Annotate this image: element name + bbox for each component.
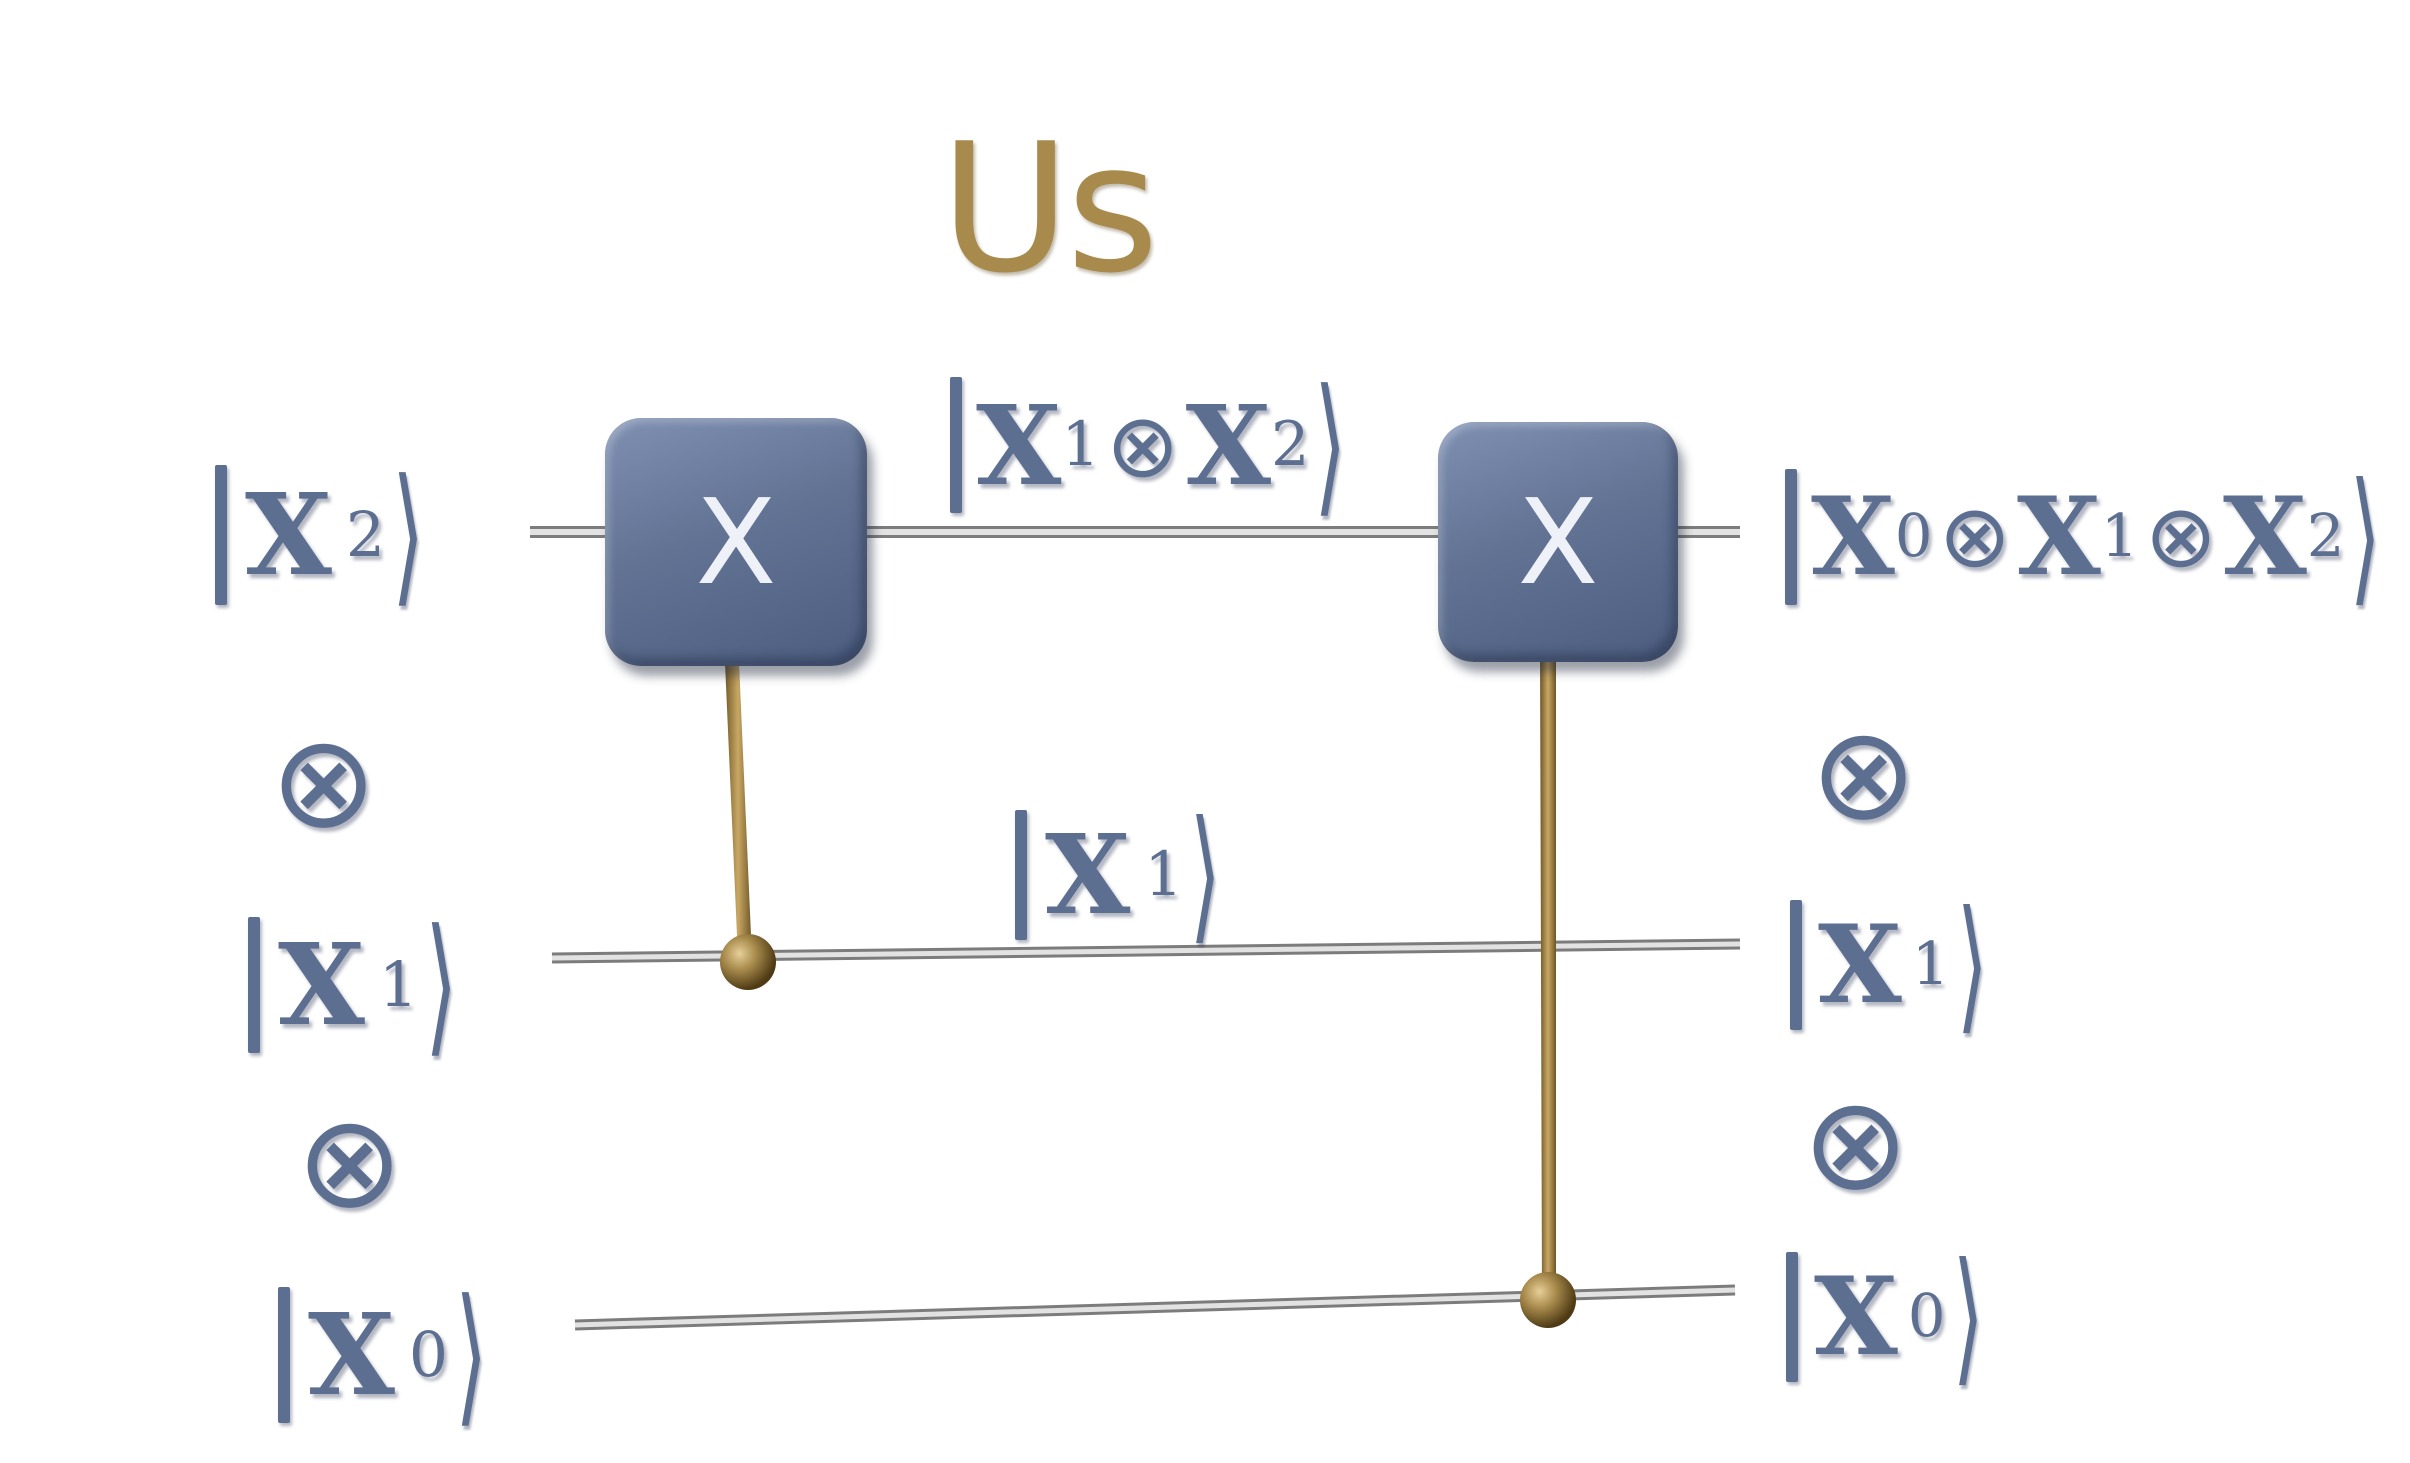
input-ket-x0: X 0 ⟩: [278, 1268, 501, 1442]
output-ket-x0: X 0 ⟩: [1786, 1232, 1996, 1401]
output-ket-x0-x1-x2: X 0 ⊗ X 1 ⊗ X 2 ⟩: [1785, 452, 2393, 621]
control-dot-2: [1520, 1272, 1576, 1328]
intermediate-ket-x1: X 1 ⟩: [1015, 790, 1233, 959]
circuit-title: Us: [940, 105, 1159, 312]
gate-label: X: [695, 473, 777, 611]
control-line-2: [1540, 640, 1556, 1298]
input-ket-x1: X 1 ⟩: [248, 898, 471, 1072]
cnot-gate-1: X: [605, 418, 867, 666]
tensor-symbol-left-1: ⊗: [270, 708, 378, 857]
control-dot-1: [720, 934, 776, 990]
control-line-1: [724, 640, 752, 958]
gate-label: X: [1517, 473, 1599, 611]
cnot-gate-2: X: [1438, 422, 1678, 662]
intermediate-ket-x1-x2: X 1 ⊗ X 2 ⟩: [950, 358, 1360, 532]
tensor-symbol-right-1: ⊗: [1810, 700, 1918, 849]
input-ket-x2: X 2 ⟩: [215, 448, 438, 622]
tensor-symbol-right-2: ⊗: [1802, 1070, 1910, 1219]
output-ket-x1: X 1 ⟩: [1790, 880, 2000, 1049]
tensor-symbol-left-2: ⊗: [296, 1088, 404, 1237]
